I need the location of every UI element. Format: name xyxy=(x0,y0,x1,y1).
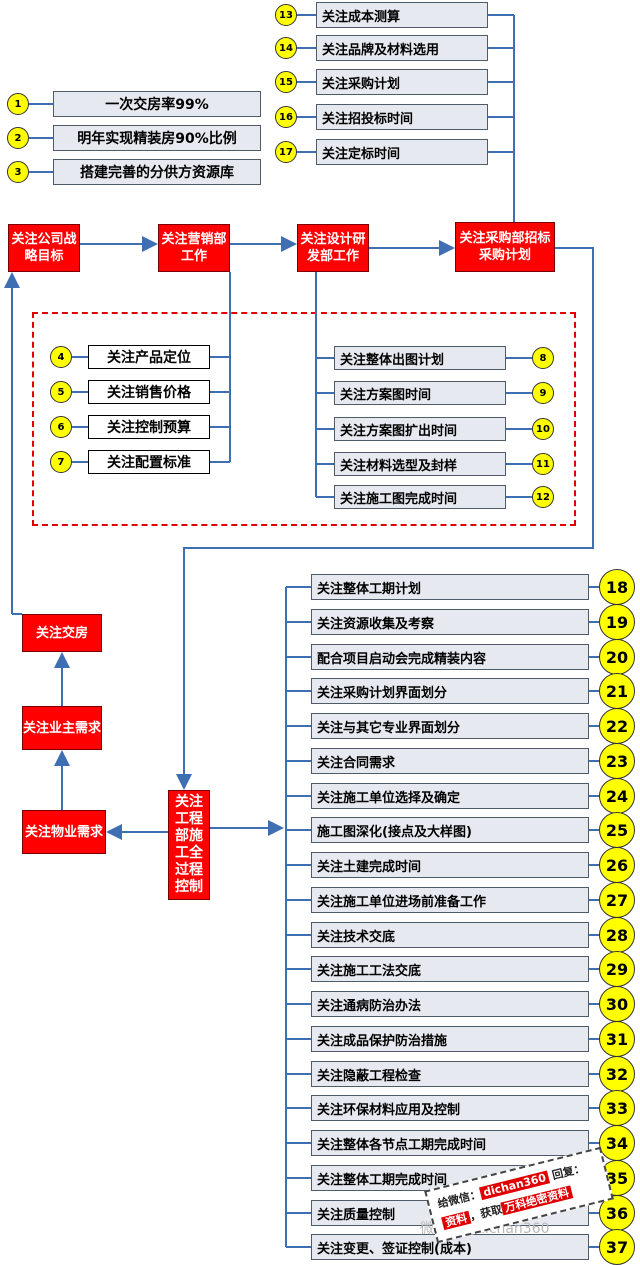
marketing-item: 关注控制预算 xyxy=(88,415,210,439)
engineering-item: 关注合同需求 xyxy=(311,748,589,774)
engineering-item: 关注整体各节点工期完成时间 xyxy=(311,1130,589,1156)
arrow-procurement-engineering xyxy=(176,247,594,790)
marketing-node: 关注营销部工作 xyxy=(158,224,230,272)
target-box: 搭建完善的分供方资源库 xyxy=(53,159,261,185)
badge-26: 26 xyxy=(599,847,635,883)
engineering-item: 关注土建完成时间 xyxy=(311,852,589,878)
badge-32: 32 xyxy=(599,1056,635,1092)
handover-node: 关注交房 xyxy=(22,614,102,652)
design-node: 关注设计研发部工作 xyxy=(297,224,369,272)
engineering-item: 关注整体工期计划 xyxy=(311,574,589,600)
engineering-item: 关注与其它专业界面划分 xyxy=(311,713,589,739)
badge-31: 31 xyxy=(599,1021,635,1057)
badge-9: 9 xyxy=(532,382,554,404)
engineering-item: 关注环保材料应用及控制 xyxy=(311,1095,589,1121)
badge-5: 5 xyxy=(50,381,72,403)
procurement-node: 关注采购部招标采购计划 xyxy=(455,222,555,272)
engineering-item: 施工图深化(接点及大样图) xyxy=(311,817,589,843)
badge-34: 34 xyxy=(599,1125,635,1161)
stamp-text-3: ，获取 xyxy=(468,1202,504,1224)
badge-4: 4 xyxy=(50,346,72,368)
badge-11: 11 xyxy=(532,453,554,475)
badge-24: 24 xyxy=(599,778,635,814)
badge-2: 2 xyxy=(7,127,29,149)
stamp-text-2: 回复： xyxy=(547,1161,587,1184)
badge-27: 27 xyxy=(599,882,635,918)
strategy-node: 关注公司战略目标 xyxy=(8,224,80,272)
badge-30: 30 xyxy=(599,986,635,1022)
badge-18: 18 xyxy=(599,569,635,605)
engineering-item: 关注资源收集及考察 xyxy=(311,609,589,635)
engineering-item: 关注通病防治办法 xyxy=(311,991,589,1017)
badge-19: 19 xyxy=(599,604,635,640)
engineering-item: 关注技术交底 xyxy=(311,922,589,948)
procurement-item: 关注招投标时间 xyxy=(316,104,488,130)
property-needs-node: 关注物业需求 xyxy=(22,810,106,854)
engineering-item: 关注隐蔽工程检查 xyxy=(311,1061,589,1087)
badge-22: 22 xyxy=(599,708,635,744)
engineering-item: 关注成品保护防治措施 xyxy=(311,1026,589,1052)
badge-7: 7 xyxy=(50,451,72,473)
engineering-item: 配合项目启动会完成精装内容 xyxy=(311,644,589,670)
badge-23: 23 xyxy=(599,743,635,779)
badge-37: 37 xyxy=(599,1229,635,1265)
design-item: 关注方案图扩出时间 xyxy=(334,417,506,441)
badge-10: 10 xyxy=(532,418,554,440)
marketing-item: 关注配置标准 xyxy=(88,450,210,474)
badge-1: 1 xyxy=(7,93,29,115)
engineering-item: 关注施工工法交底 xyxy=(311,956,589,982)
target-box: 一次交房率99% xyxy=(53,91,261,117)
badge-13: 13 xyxy=(275,4,297,26)
badge-12: 12 xyxy=(532,486,554,508)
design-item: 关注施工图完成时间 xyxy=(334,485,506,509)
target-box: 明年实现精装房90%比例 xyxy=(53,125,261,151)
design-item: 关注方案图时间 xyxy=(334,381,506,405)
procurement-item: 关注品牌及材料选用 xyxy=(316,35,488,61)
badge-33: 33 xyxy=(599,1090,635,1126)
badge-15: 15 xyxy=(275,71,297,93)
design-item: 关注整体出图计划 xyxy=(334,346,506,370)
procurement-item: 关注采购计划 xyxy=(316,69,488,95)
engineering-item: 关注采购计划界面划分 xyxy=(311,678,589,704)
engineering-node: 关注工程部施工全过程控制 xyxy=(168,790,210,900)
procurement-item: 关注定标时间 xyxy=(316,139,488,165)
badge-8: 8 xyxy=(532,347,554,369)
badge-14: 14 xyxy=(275,37,297,59)
badge-16: 16 xyxy=(275,106,297,128)
owner-needs-node: 关注业主需求 xyxy=(22,706,102,750)
procurement-item: 关注成本测算 xyxy=(316,2,488,28)
design-item: 关注材料选型及封样 xyxy=(334,452,506,476)
engineering-item: 关注施工单位选择及确定 xyxy=(311,783,589,809)
marketing-item: 关注销售价格 xyxy=(88,380,210,404)
badge-29: 29 xyxy=(599,951,635,987)
engineering-item: 关注施工单位进场前准备工作 xyxy=(311,887,589,913)
badge-17: 17 xyxy=(275,141,297,163)
badge-3: 3 xyxy=(7,161,29,183)
badge-20: 20 xyxy=(599,639,635,675)
badge-21: 21 xyxy=(599,673,635,709)
badge-28: 28 xyxy=(599,917,635,953)
marketing-item: 关注产品定位 xyxy=(88,345,210,369)
badge-6: 6 xyxy=(50,416,72,438)
stamp-keyword: 资料 xyxy=(441,1210,472,1231)
marketing-design-group-frame xyxy=(32,312,576,526)
badge-25: 25 xyxy=(599,812,635,848)
